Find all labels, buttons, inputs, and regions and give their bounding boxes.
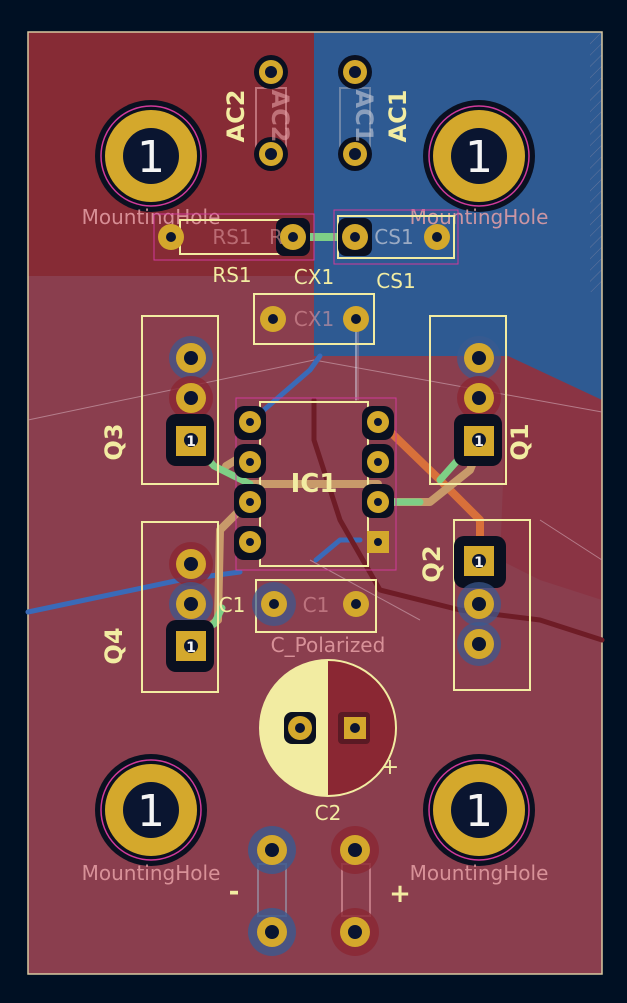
q1-pin3: 3 [474,352,484,368]
cx1-capacitor: CX1 [253,293,375,345]
ac1-connector: AC1 AC1 [338,55,412,171]
front-copper-zone-right [500,356,602,600]
ac2-back-label: AC2 [266,90,294,143]
mounting-hole-label-1: MountingHole [82,205,221,229]
board-hatch-edge [590,32,602,292]
power-minus-pin2: 2 [267,926,277,942]
trace-dark-1 [311,397,605,643]
q4-label: Q4 [100,627,128,664]
c-polarized-label: C_Polarized [271,633,386,657]
mounting-hole-top-left: 1 MountingHole [82,100,221,229]
ic1-label: IC1 [291,469,338,499]
c1-label: C1 [219,593,246,617]
cs1-label: CS1 [376,269,415,293]
mounting-hole-pin-4: 1 [465,786,493,837]
mounting-hole-pin-1: 1 [137,132,165,183]
q1-transistor: 3 2 1 Q1 [429,315,534,485]
ac1-label: AC1 [384,90,412,143]
q2-label: Q2 [418,545,446,582]
cs1-back-label: CS1 [374,225,413,249]
c2-label: C2 [315,801,342,825]
q2-pin3: 3 [474,638,484,654]
board-outline [27,31,603,975]
rs1-back-label: RS1 [212,225,251,249]
q2-transistor: 1 2 3 Q2 [418,519,531,691]
q3-label: Q3 [100,423,128,460]
power-plus-connector: 1 2 + [331,826,411,956]
ic1-chip: IC1 [234,397,397,571]
q1-pin2: 2 [474,392,484,408]
power-plus-pin1: 1 [350,844,360,860]
mounting-hole-pin-3: 1 [137,786,165,837]
mounting-holes: 1 MountingHole 1 MountingHole 1 Mounting… [82,100,549,885]
plus-label: + [389,879,411,909]
c1-back-label: C1 [303,593,330,617]
power-plus-pin2: 2 [350,926,360,942]
q2-pin1: 1 [474,555,484,571]
minus-label: - [229,877,240,907]
q1-label: Q1 [506,423,534,460]
power-minus-pin1: 1 [267,844,277,860]
trace-blue-2 [247,353,323,425]
r-back-label: R [269,225,283,249]
mounting-hole-pin-2: 1 [465,132,493,183]
q3-pin3: 3 [186,352,196,368]
q3-pin1: 1 [186,434,196,450]
mounting-hole-label-4: MountingHole [410,861,549,885]
q4-transistor: 3 2 1 Q4 [100,521,219,693]
mounting-hole-bottom-right: 1 MountingHole [410,754,549,885]
cs1-capacitor: CS1 CS1 CX1 [294,209,459,293]
mounting-hole-label-3: MountingHole [82,861,221,885]
q4-pin3: 3 [186,558,196,574]
c2-plus-sign: + [381,755,399,780]
ac1-back-label: AC1 [350,90,378,143]
c2-capacitor: + C2 [259,659,399,825]
q4-pin1: 1 [186,640,196,656]
q4-pin2: 2 [186,598,196,614]
ac2-connector: AC2 AC2 [222,55,294,171]
ac2-label: AC2 [222,90,250,143]
mounting-hole-top-right: 1 MountingHole [410,100,548,229]
q3-pin2: 2 [186,392,196,408]
rs1-label: RS1 [212,263,251,287]
mounting-hole-bottom-left: 1 MountingHole [82,754,221,885]
cx1-label: CX1 [294,265,334,289]
q2-pin2: 2 [474,598,484,614]
q1-pin1: 1 [474,434,484,450]
q3-transistor: 3 2 1 Q3 [100,315,219,485]
c1-capacitor: C1 C1 C_Polarized [219,579,386,657]
rs1-resistor: RS1 R RS1 [153,213,315,287]
power-minus-connector: 1 2 - [229,826,296,956]
cx1-back-label: CX1 [294,307,334,331]
